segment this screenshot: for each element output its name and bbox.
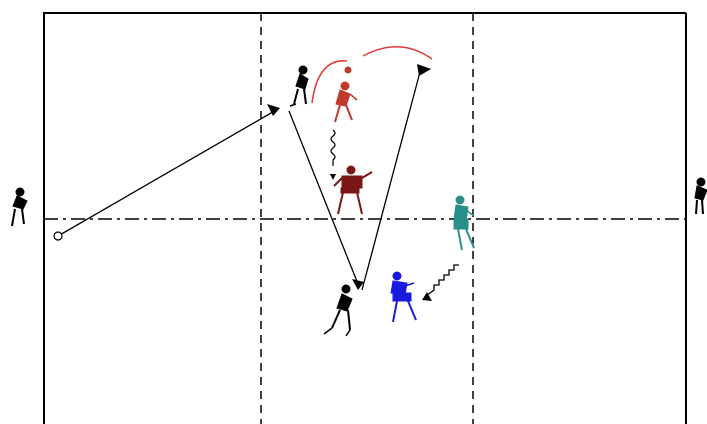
- arrow-head-3: [417, 64, 431, 76]
- pass-1: [57, 108, 279, 237]
- left-edge-player: [11, 187, 28, 227]
- ball-marker: [53, 231, 63, 241]
- curved-runs: [311, 45, 433, 104]
- arrow-head-1: [267, 104, 280, 116]
- pass-lines: [57, 71, 421, 291]
- arrow-heads: [267, 64, 431, 290]
- pass-2: [288, 110, 359, 285]
- run-teal: [425, 264, 459, 297]
- teal-player: [453, 195, 475, 251]
- run-teal-head: [422, 292, 432, 301]
- blue-player: [390, 271, 417, 323]
- pass-3: [361, 71, 421, 291]
- arrow-head-2: [352, 279, 364, 290]
- run-red-head: [330, 174, 336, 180]
- top-black-player: [289, 65, 309, 107]
- darkred-player: [333, 165, 373, 215]
- red-player: [334, 66, 358, 123]
- run-red: [330, 129, 336, 166]
- bottom-black-player: [323, 284, 353, 337]
- zone-lines: [44, 13, 686, 424]
- curve-2: [362, 45, 433, 60]
- right-edge-player: [694, 177, 707, 215]
- curve-1: [311, 60, 348, 104]
